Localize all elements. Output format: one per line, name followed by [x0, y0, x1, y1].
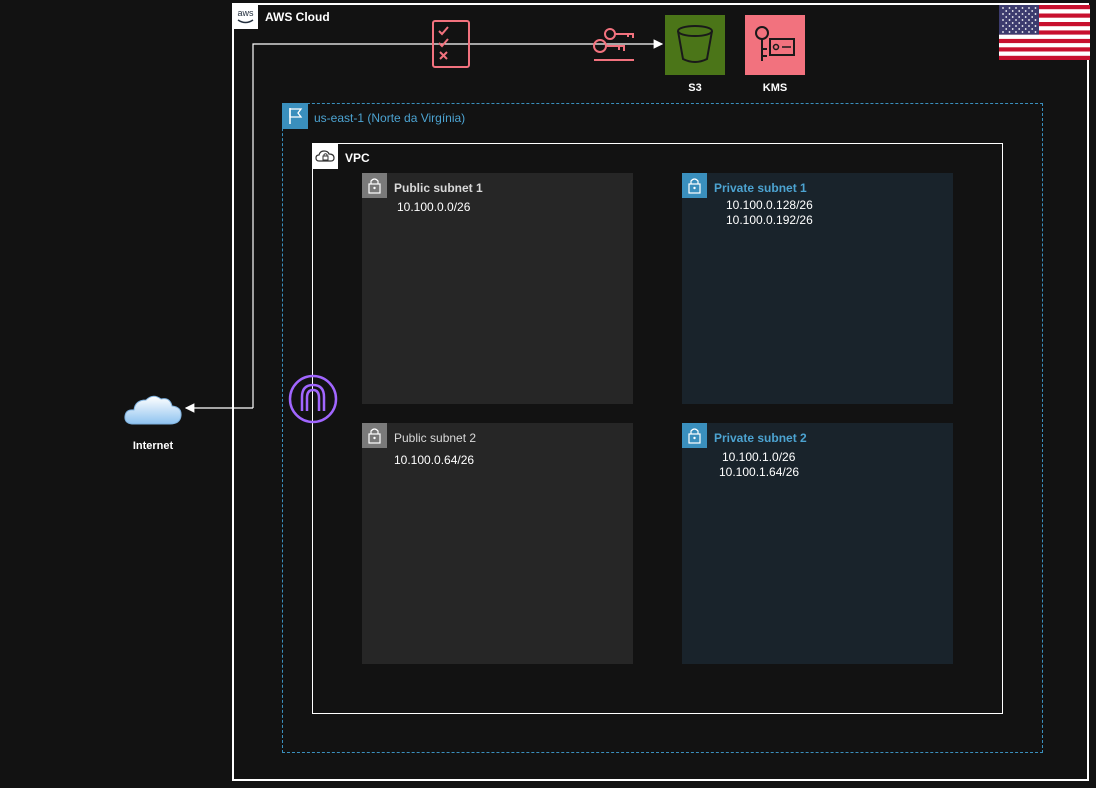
private-subnet-2-title: Private subnet 2 [714, 431, 807, 445]
kms-service[interactable] [745, 15, 805, 75]
aws-cloud-group [232, 3, 1089, 781]
public-subnet-lock-icon [362, 423, 387, 448]
public-subnet-1: Public subnet 1 10.100.0.0/26 [362, 173, 633, 404]
region-label: us-east-1 (Norte da Virgínia) [314, 111, 466, 125]
s3-service[interactable] [665, 15, 725, 75]
aws-cloud-label: AWS Cloud [265, 10, 330, 24]
s3-bucket-icon [677, 25, 713, 63]
public-subnet-1-title: Public subnet 1 [394, 181, 483, 195]
cloud-icon [124, 395, 182, 425]
vpc-cloud-lock-icon [313, 144, 338, 169]
region-group [282, 103, 1043, 753]
private-subnet-1: Private subnet 1 10.100.0.128/26 10.100.… [682, 173, 953, 404]
public-subnet-lock-icon [362, 173, 387, 198]
aws-logo-text: aws [237, 8, 254, 18]
private-subnet-1-cidr-2: 10.100.0.192/26 [726, 213, 813, 227]
iam-keys-icon [593, 28, 634, 61]
us-flag-icon [999, 5, 1090, 60]
region-flag-icon [282, 103, 308, 129]
public-subnet-1-cidr-1: 10.100.0.0/26 [397, 200, 471, 214]
checklist-icon [432, 20, 470, 68]
kms-key-icon [755, 26, 795, 61]
public-subnet-2-title: Public subnet 2 [394, 431, 477, 445]
public-subnet-2: Public subnet 2 10.100.0.64/26 [362, 423, 633, 664]
vpc-group [312, 143, 1003, 714]
private-subnet-2-cidr-2: 10.100.1.64/26 [719, 465, 800, 479]
aws-logo-icon: aws [233, 4, 258, 29]
private-subnet-2: Private subnet 2 10.100.1.0/26 10.100.1.… [682, 423, 953, 664]
kms-label: KMS [762, 82, 788, 94]
s3-label: S3 [688, 82, 702, 94]
private-subnet-2-cidr-1: 10.100.1.0/26 [722, 450, 796, 464]
private-subnet-1-title: Private subnet 1 [714, 181, 807, 195]
private-subnet-lock-icon [682, 173, 707, 198]
internet-gateway-icon [288, 374, 338, 424]
private-subnet-1-cidr-1: 10.100.0.128/26 [726, 198, 813, 212]
internet-label: Internet [132, 440, 174, 452]
private-subnet-lock-icon [682, 423, 707, 448]
vpc-label: VPC [345, 151, 370, 165]
public-subnet-2-cidr-1: 10.100.0.64/26 [394, 453, 475, 467]
